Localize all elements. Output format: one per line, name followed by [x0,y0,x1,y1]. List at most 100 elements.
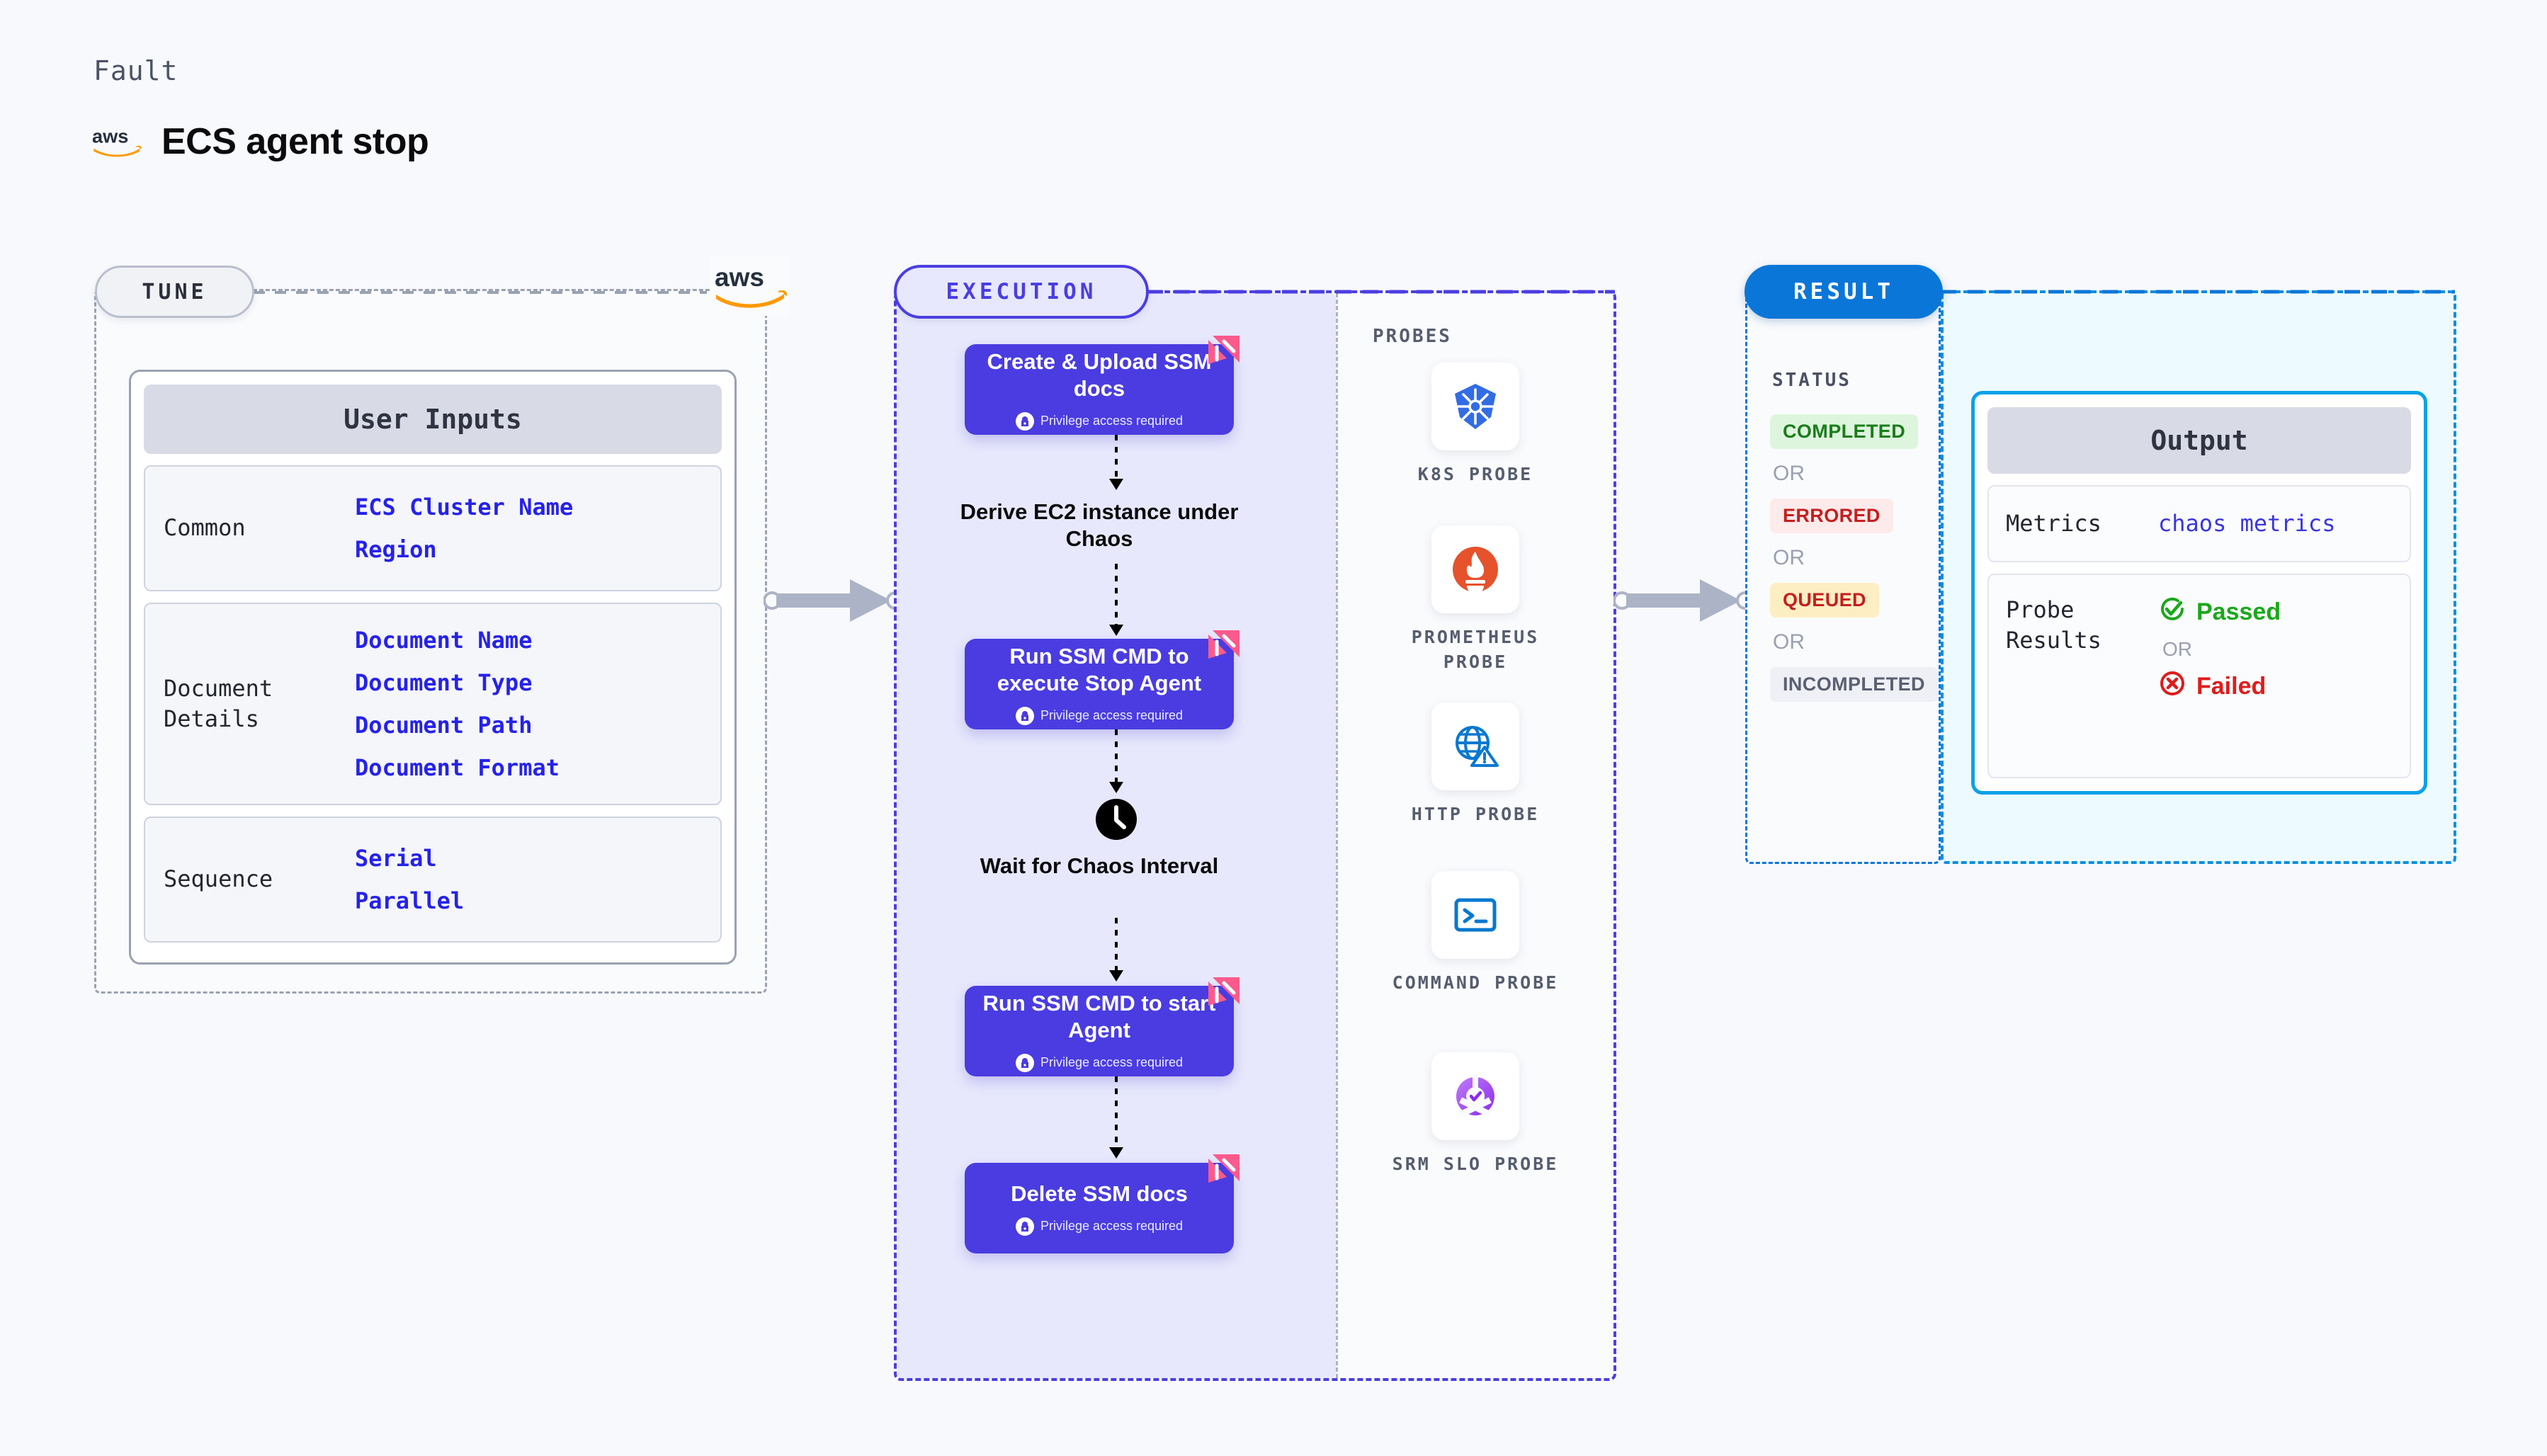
tune-value[interactable]: Document Path [355,712,533,739]
or-label: OR [2162,637,2192,660]
flow-node-delete-ssm-docs[interactable]: Delete SSM docs Privilege access require… [965,1154,1240,1253]
flow-connector [1109,1076,1123,1159]
x-circle-icon [2158,669,2186,704]
probe-item-k8s[interactable]: K8S PROBE [1387,363,1564,487]
privilege-label: Privilege access required [1040,708,1184,723]
execution-flow: Create & Upload SSM docs Privilege acces… [897,293,1336,1378]
tune-value[interactable]: Region [355,536,437,563]
status-badge-errored: ERRORED [1770,499,1893,533]
tune-row-sequence: Sequence Serial Parallel [144,817,722,943]
privilege-label: Privilege access required [1040,414,1184,428]
flow-node-run-ssm-cmd-start-agent[interactable]: Run SSM CMD to start Agent Privilege acc… [965,977,1240,1076]
privilege-label: Privilege access required [1040,1219,1184,1234]
tune-row-label: Sequence [164,865,273,893]
probe-result-label: Passed [2196,598,2281,625]
tune-row-values: Document Name Document Type Document Pat… [355,627,560,781]
probe-result-failed: Failed [2158,669,2281,704]
lock-icon [1015,1217,1034,1236]
output-label: Probe Results [2006,596,2101,654]
tune-row-values: ECS Cluster Name Region [355,494,573,563]
flow-node-title: Create & Upload SSM docs [987,349,1212,401]
tune-value[interactable]: Document Name [355,627,533,654]
user-inputs-title: User Inputs [144,385,722,454]
flow-node-title: Run SSM CMD to start Agent [982,991,1216,1042]
aws-logo-icon: aws [92,125,142,157]
probe-item-http[interactable]: HTTP PROBE [1387,703,1564,826]
privilege-label: Privilege access required [1040,1055,1184,1070]
flow-node-title: Derive EC2 instance under Chaos [960,499,1239,551]
output-label: Metrics [2006,509,2101,537]
probe-result-options: Passed OR Failed [2158,595,2281,704]
lock-icon [1015,706,1034,725]
flow-node-title: Delete SSM docs [1011,1181,1188,1207]
tune-row-document-details: Document Details Document Name Document … [144,603,722,805]
tune-aws-badge-icon: aws [710,255,790,316]
result-connector-line [1941,290,2455,294]
flow-node-title: Wait for Chaos Interval [980,853,1219,878]
terminal-icon [1431,871,1519,959]
probe-label: HTTP PROBE [1411,804,1540,824]
flow-node-create-upload-ssm-docs[interactable]: Create & Upload SSM docs Privilege acces… [965,336,1240,435]
tune-value[interactable]: Serial [355,845,437,872]
privilege-note: Privilege access required [1015,706,1184,725]
harness-chaos-icon [1208,1154,1240,1183]
globe-warning-icon [1431,703,1519,790]
output-metrics-value[interactable]: chaos metrics [2158,510,2336,538]
tune-value[interactable]: ECS Cluster Name [355,494,574,521]
status-badge-queued: QUEUED [1770,583,1879,618]
probes-title: PROBES [1373,326,1452,347]
clock-icon [897,797,1336,841]
svg-text:aws: aws [92,125,128,147]
output-card: Output Metrics chaos metrics Probe Resul… [1971,391,2427,795]
kubernetes-icon [1431,363,1519,450]
status-list: COMPLETED OR ERRORED OR QUEUED OR INCOMP… [1770,414,1938,702]
probe-item-srm-slo[interactable]: SRM SLO PROBE [1387,1052,1564,1176]
tune-row-label: Document Details [164,674,273,732]
probe-result-label: Failed [2196,672,2267,700]
tune-pill[interactable]: TUNE [95,266,254,318]
fault-kicker: Fault [93,55,178,86]
srm-slo-icon [1431,1052,1519,1140]
check-circle-icon [2158,595,2186,630]
flow-node-wait-for-chaos-interval: Wait for Chaos Interval [943,853,1255,880]
arrow-tune-to-execution [764,579,904,622]
flow-node-derive-ec2-instance: Derive EC2 instance under Chaos [943,499,1255,552]
probe-label: COMMAND PROBE [1392,972,1559,993]
status-badge-incompleted: INCOMPLETED [1770,667,1938,702]
execution-pill[interactable]: EXECUTION [894,265,1149,319]
privilege-note: Privilege access required [1015,411,1184,431]
tune-connector-line [254,291,707,294]
output-title: Output [1987,407,2411,474]
probe-label: K8S PROBE [1417,464,1533,484]
probe-result-passed: Passed [2158,595,2281,630]
harness-chaos-icon [1208,630,1240,659]
output-row-probe-results: Probe Results Passed OR [1987,573,2411,778]
harness-chaos-icon [1208,977,1240,1006]
fault-title-row: aws ECS agent stop [92,120,429,163]
prometheus-icon [1431,525,1519,613]
flow-connector [1109,564,1123,636]
flow-connector [1109,435,1123,490]
flow-node-run-ssm-cmd-stop-agent[interactable]: Run SSM CMD to execute Stop Agent Privil… [965,630,1240,729]
probe-item-command[interactable]: COMMAND PROBE [1387,871,1564,995]
harness-chaos-icon [1208,336,1240,364]
arrow-execution-to-result [1613,579,1754,622]
execution-connector-line [1147,290,1615,294]
tune-value[interactable]: Document Type [355,669,533,696]
tune-row-values: Serial Parallel [355,845,464,914]
tune-value[interactable]: Document Format [355,754,560,781]
lock-icon [1015,1053,1034,1072]
flow-node-title: Run SSM CMD to execute Stop Agent [997,644,1202,695]
svg-text:aws: aws [715,263,764,292]
output-row-metrics: Metrics chaos metrics [1987,484,2411,562]
probes-panel [1336,293,1613,1378]
result-pill[interactable]: RESULT [1745,265,1943,319]
probe-label: PROMETHEUS PROBE [1411,627,1540,672]
tune-row-common: Common ECS Cluster Name Region [144,465,722,591]
probe-item-prometheus[interactable]: PROMETHEUS PROBE [1387,525,1564,674]
flow-connector [1109,918,1123,982]
or-label: OR [1773,546,1805,569]
tune-row-label: Common [164,514,246,542]
tune-value[interactable]: Parallel [355,887,465,914]
